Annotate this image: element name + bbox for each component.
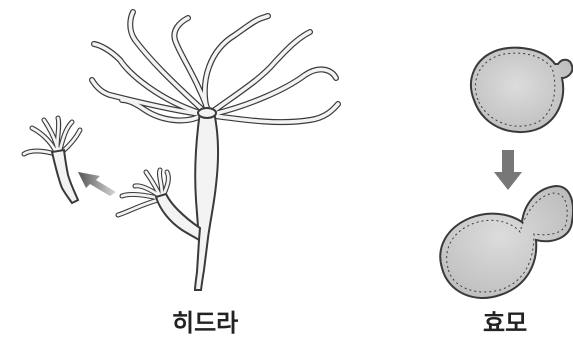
arrow-down bbox=[494, 150, 522, 190]
arrow-left bbox=[78, 172, 116, 196]
yeast-label: 효모 bbox=[483, 308, 527, 338]
hydra-label: 히드라 bbox=[172, 308, 238, 338]
yeast-cell-budding bbox=[440, 186, 573, 298]
hydra-bud bbox=[118, 170, 200, 240]
hydra-parent bbox=[92, 12, 338, 290]
yeast-cell-single bbox=[471, 48, 572, 132]
hydra-offspring bbox=[24, 118, 80, 203]
